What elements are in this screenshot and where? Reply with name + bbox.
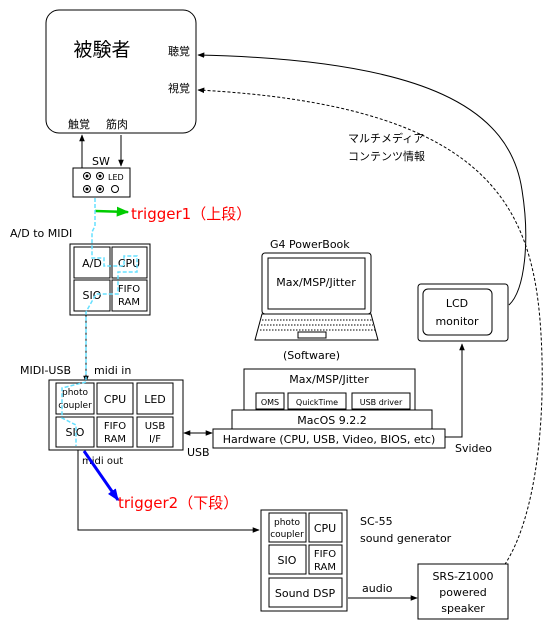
subject-title: 被験者 xyxy=(73,39,130,61)
lcd-label-line2: monitor xyxy=(435,315,479,328)
midi-led-cell: LED xyxy=(144,393,166,406)
subject-box xyxy=(45,9,197,134)
touch-label: 触覚 xyxy=(68,117,90,131)
stack-usb-driver-label: USB driver xyxy=(360,398,403,407)
ad-cell: A/D xyxy=(82,257,102,270)
midi-photo-coupler-cell: photo xyxy=(62,388,88,398)
stack-os-label: MacOS 9.2.2 xyxy=(297,414,366,427)
midi-sio-cell: SIO xyxy=(66,426,85,439)
usb-label: USB xyxy=(187,446,210,459)
stack-hardware-label: Hardware (CPU, USB, Video, BIOS, etc) xyxy=(223,433,436,446)
midi-usb-if-cell: USB xyxy=(145,421,166,432)
powerbook-caption: (Software) xyxy=(283,349,340,362)
sc55-cpu-cell: CPU xyxy=(314,522,336,535)
stack-hardware-layer xyxy=(212,428,446,449)
multimedia-label-line1: マルチメディア xyxy=(348,131,424,145)
svideo-line xyxy=(445,343,465,438)
sc55-photo-coupler-cell: photo xyxy=(274,518,300,528)
trigger1-label: trigger1（上段） xyxy=(131,205,251,223)
trigger2-arrow xyxy=(82,450,120,501)
ad-cpu-cell: CPU xyxy=(118,257,140,270)
trigger1-arrow xyxy=(94,206,130,217)
ad-sio-cell: SIO xyxy=(83,289,102,302)
sw-label: SW xyxy=(92,155,110,168)
stack-quicktime-label: QuickTime xyxy=(296,398,338,407)
sc55-dsp-cell: Sound DSP xyxy=(275,587,336,600)
sc55-label-line2: sound generator xyxy=(360,532,452,545)
audio-label: audio xyxy=(362,582,393,595)
midi-out-label: midi out xyxy=(82,456,123,467)
powerbook-title: G4 PowerBook xyxy=(270,238,350,251)
ad-fifo-cell-line2: RAM xyxy=(118,297,140,308)
midi-out-line xyxy=(77,450,260,533)
midi-usb-if-cell-line2: I/F xyxy=(149,434,161,445)
multimedia-label-line2: コンテンツ情報 xyxy=(348,150,425,163)
speaker-box xyxy=(417,563,509,620)
midi-fifo-cell: FIFO xyxy=(104,421,126,432)
stack-app-label: Max/MSP/Jitter xyxy=(289,373,369,386)
hearing-feedback-line xyxy=(197,52,527,306)
trigger2-label: trigger2（下段） xyxy=(118,494,238,512)
lcd-label-line1: LCD xyxy=(446,297,468,310)
sc55-photo-coupler-cell-line2: coupler xyxy=(270,530,304,540)
hearing-label: 聴覚 xyxy=(168,45,190,58)
sc55-label-line1: SC-55 xyxy=(360,515,393,528)
midi-photo-coupler-cell-line2: coupler xyxy=(58,401,92,411)
ad-to-midi-label: A/D to MIDI xyxy=(10,227,72,240)
speaker-label-line1: SRS-Z1000 xyxy=(432,570,493,583)
sc55-fifo-cell: FIFO xyxy=(314,549,336,560)
stack-oms-label: OMS xyxy=(261,398,279,407)
muscle-label: 筋肉 xyxy=(106,117,128,131)
vision-label: 視覚 xyxy=(168,81,190,95)
sw-led-label: LED xyxy=(108,173,124,182)
led-icon xyxy=(111,185,119,193)
sc55-sio-cell: SIO xyxy=(278,554,297,567)
ad-fifo-cell: FIFO xyxy=(118,284,140,295)
powerbook-screen-label: Max/MSP/Jitter xyxy=(276,276,356,289)
midi-cpu-cell: CPU xyxy=(104,393,126,406)
midi-fifo-cell-line2: RAM xyxy=(104,434,126,445)
signal-trace xyxy=(61,381,87,446)
speaker-label-line3: speaker xyxy=(441,602,485,615)
sc55-fifo-cell-line2: RAM xyxy=(314,562,336,573)
vision-feedback-line xyxy=(197,87,543,581)
signal-trace xyxy=(85,198,138,380)
svideo-label: Svideo xyxy=(455,442,492,455)
midi-in-label: midi in xyxy=(94,364,131,377)
speaker-label-line2: powered xyxy=(439,586,487,599)
midi-usb-label: MIDI-USB xyxy=(20,364,71,377)
